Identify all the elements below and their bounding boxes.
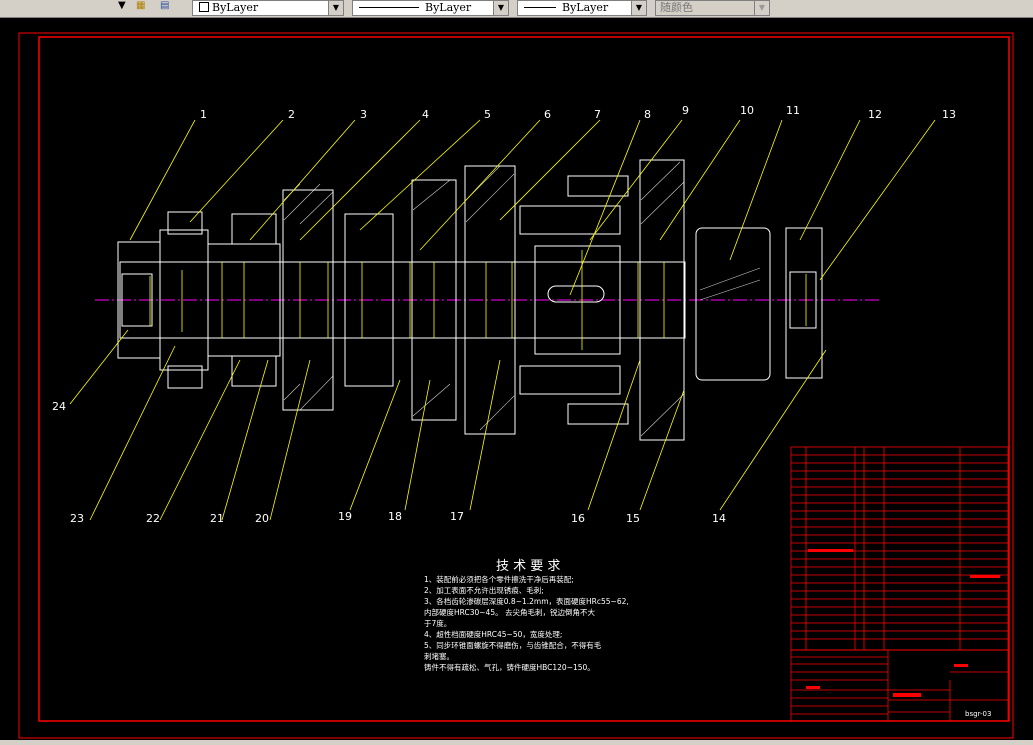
gear-20 (282, 189, 334, 411)
key-slot (547, 285, 605, 303)
chevron-down-icon[interactable]: ▼ (631, 1, 646, 15)
inner-frame (38, 36, 1010, 722)
tech-line-3: 3、各档齿轮渗碳层深度0.8~1.2mm，表面硬度HRc55~62, (424, 596, 629, 606)
title-block (790, 649, 1009, 722)
right-bearing (785, 227, 823, 379)
balloon-24: 24 (52, 400, 66, 413)
right-sync-cap-top (567, 175, 629, 197)
linetype-combo-value: ByLayer (425, 1, 472, 14)
tech-line-1: 1、装配前必须把各个零件擦洗干净后再装配; (424, 574, 574, 584)
tech-line-5: 于7度。 (424, 618, 451, 628)
color-swatch-icon (199, 2, 209, 12)
lineweight-sample-icon (524, 7, 556, 8)
mid-synchronizer (344, 213, 394, 387)
color-combo-value: ByLayer (212, 1, 259, 14)
tech-line-9: 铸件不得有疏松、气孔，铸件硬度HBC120~150。 (424, 662, 595, 672)
balloon-21: 21 (210, 512, 224, 525)
balloon-16: 16 (571, 512, 585, 525)
shaft-assembly (117, 159, 823, 441)
shaft-center-section (534, 245, 621, 355)
plotstyle-combo-value: 随颜色 (660, 1, 693, 14)
plotstyle-combo[interactable]: 随颜色 ▼ (655, 0, 770, 16)
tech-line-6: 4、超性档面硬度HRC45~50，宽度处理; (424, 629, 562, 639)
balloon-20: 20 (255, 512, 269, 525)
balloon-labels: 1 2 3 4 5 6 7 8 9 10 11 12 13 14 15 16 1… (52, 104, 956, 525)
chevron-down-icon[interactable]: ▼ (754, 1, 769, 15)
chevron-down-icon[interactable]: ▼ (328, 1, 343, 15)
dropdown-arrow-icon[interactable]: ▼ (118, 0, 126, 11)
balloon-9: 9 (682, 104, 689, 117)
tech-title: 技 术 要 求 (496, 559, 560, 574)
balloon-4: 4 (422, 108, 429, 121)
balloon-12: 12 (868, 108, 882, 121)
gear-hub-1-top (231, 213, 277, 245)
balloon-5: 5 (484, 108, 491, 121)
right-sync-bottom (519, 365, 621, 395)
parts-list-fills (806, 549, 1000, 697)
linetype-combo[interactable]: ByLayer ▼ (352, 0, 509, 16)
technical-requirements: 技 术 要 求 1、装配前必须把各个零件擦洗干净后再装配; 2、加工表面不允许出… (424, 559, 629, 672)
balloon-10: 10 (740, 104, 754, 117)
balloon-18: 18 (388, 510, 402, 523)
balloon-7: 7 (594, 108, 601, 121)
right-bearing-bore (789, 271, 817, 329)
gear-17 (464, 165, 516, 435)
balloon-3: 3 (360, 108, 367, 121)
balloon-19: 19 (338, 510, 352, 523)
color-combo[interactable]: ByLayer ▼ (192, 0, 344, 16)
balloon-14: 14 (712, 512, 726, 525)
lineweight-combo[interactable]: ByLayer ▼ (517, 0, 647, 16)
balloon-15: 15 (626, 512, 640, 525)
drawing-canvas[interactable]: 1 2 3 4 5 6 7 8 9 10 11 12 13 14 15 16 1… (0, 18, 1033, 740)
gear-19 (411, 179, 457, 421)
balloon-8: 8 (644, 108, 651, 121)
left-bearing-bore (121, 273, 153, 327)
right-sync-top (519, 205, 621, 235)
worm-section (695, 227, 771, 381)
leader-lines (69, 119, 936, 521)
shaft-body (119, 261, 686, 339)
balloon-17: 17 (450, 510, 464, 523)
left-synchronizer-top (167, 211, 203, 235)
tech-line-4: 内部硬度HRC30~45。 去尖角毛刺，锐边倒角不大 (424, 607, 595, 617)
tech-line-7: 5、同步环锥面螺旋不得磨伤，与齿锥配合，不得有毛 (424, 640, 602, 650)
gear-hub-1-bottom (231, 355, 277, 387)
lineweight-combo-value: ByLayer (562, 1, 609, 14)
outer-frame (18, 32, 1014, 739)
balloon-13: 13 (942, 108, 956, 121)
layer-states-icon[interactable]: ▦ (136, 0, 146, 11)
balloon-2: 2 (288, 108, 295, 121)
tech-line-2: 2、加工表面不允许出现锈痕、毛刺; (424, 585, 544, 595)
dimension-lines (149, 250, 807, 350)
parts-list-table (790, 446, 1009, 651)
layer-previous-icon[interactable]: ▤ (160, 0, 170, 11)
right-sync-cap-bottom (567, 403, 629, 425)
balloon-1: 1 (200, 108, 207, 121)
properties-toolbar: ▼ ▦ ▤ ByLayer ▼ ByLayer ▼ ByLayer ▼ 随颜色 … (0, 0, 1033, 18)
balloon-6: 6 (544, 108, 551, 121)
tech-line-8: 刺堵塞。 (424, 651, 454, 661)
balloon-11: 11 (786, 104, 800, 117)
balloon-23: 23 (70, 512, 84, 525)
hatching (283, 161, 761, 437)
drawing-number: bsgr-03 (965, 710, 991, 718)
linetype-sample-icon (359, 7, 419, 8)
status-bar (0, 740, 1033, 745)
balloon-22: 22 (146, 512, 160, 525)
gear-15 (639, 159, 685, 441)
cad-drawing: 1 2 3 4 5 6 7 8 9 10 11 12 13 14 15 16 1… (18, 32, 1014, 739)
left-synchronizer-bottom (167, 365, 203, 389)
chevron-down-icon[interactable]: ▼ (493, 1, 508, 15)
